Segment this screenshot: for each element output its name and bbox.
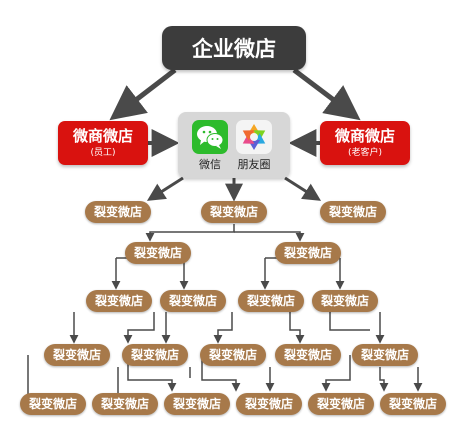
fission-store-node: 裂变微店 [352,344,418,366]
fission-store-label: 裂变微店 [283,348,332,362]
fission-store-label: 裂变微店 [328,205,377,219]
fission-store-label: 裂变微店 [316,397,365,411]
fission-store-node: 裂变微店 [122,344,188,366]
wechat-label: 微信 [199,158,221,171]
fission-store-label: 裂变微店 [172,397,221,411]
store-subtitle: (老客户) [347,147,383,158]
fission-store-node: 裂变微店 [201,201,267,223]
fission-store-node: 裂变微店 [20,393,86,415]
fission-store-node: 裂变微店 [125,242,191,264]
fission-store-label: 裂变微店 [133,246,182,260]
root-arrows [109,68,361,121]
fission-store-node: 裂变微店 [86,290,152,312]
fission-store-label: 裂变微店 [208,348,257,362]
enterprise-store-node: 企业微店 [162,26,306,70]
fission-store-label: 裂变微店 [246,294,295,308]
store-title: 微商微店 [334,126,395,145]
fission-store-label: 裂变微店 [28,397,77,411]
moments-app: 朋友圈 [236,120,272,172]
fission-store-label: 裂变微店 [360,348,409,362]
fission-store-node: 裂变微店 [44,344,110,366]
fission-store-node: 裂变微店 [200,344,266,366]
tree-connectors [27,224,423,407]
micro-business-store-old-customer: 微商微店 (老客户) [320,121,410,165]
fission-store-node: 裂变微店 [92,393,158,415]
fission-store-node: 裂变微店 [238,290,304,312]
store-subtitle: (员工) [90,147,116,158]
fission-store-label: 裂变微店 [168,294,217,308]
wechat-app: 微信 [192,120,228,172]
fission-store-label: 裂变微店 [93,205,142,219]
social-platforms-box: 微信 朋友圈 [178,112,290,178]
fission-store-node: 裂变微店 [85,201,151,223]
fission-store-node: 裂变微店 [312,290,378,312]
micro-business-store-employee: 微商微店 (员工) [58,121,148,165]
fission-store-label: 裂变微店 [94,294,143,308]
fission-store-label: 裂变微店 [283,246,332,260]
moments-label: 朋友圈 [237,158,271,171]
fission-store-label: 裂变微店 [388,397,437,411]
fission-store-label: 裂变微店 [100,397,149,411]
fission-store-node: 裂变微店 [275,344,341,366]
fission-store-node: 裂变微店 [236,393,302,415]
fission-store-label: 裂变微店 [209,205,258,219]
fission-store-node: 裂变微店 [380,393,446,415]
fission-store-label: 裂变微店 [320,294,369,308]
center-arrows [146,176,322,202]
fission-store-node: 裂变微店 [164,393,230,415]
fission-store-label: 裂变微店 [130,348,179,362]
fission-store-node: 裂变微店 [320,201,386,223]
fission-store-label: 裂变微店 [52,348,101,362]
fission-store-label: 裂变微店 [244,397,293,411]
fission-store-node: 裂变微店 [308,393,374,415]
enterprise-store-label: 企业微店 [192,37,276,61]
fission-store-node: 裂变微店 [160,290,226,312]
camera-aperture-icon [236,120,272,154]
fission-store-node: 裂变微店 [275,242,341,264]
store-title: 微商微店 [72,126,133,145]
wechat-icon [192,120,228,154]
